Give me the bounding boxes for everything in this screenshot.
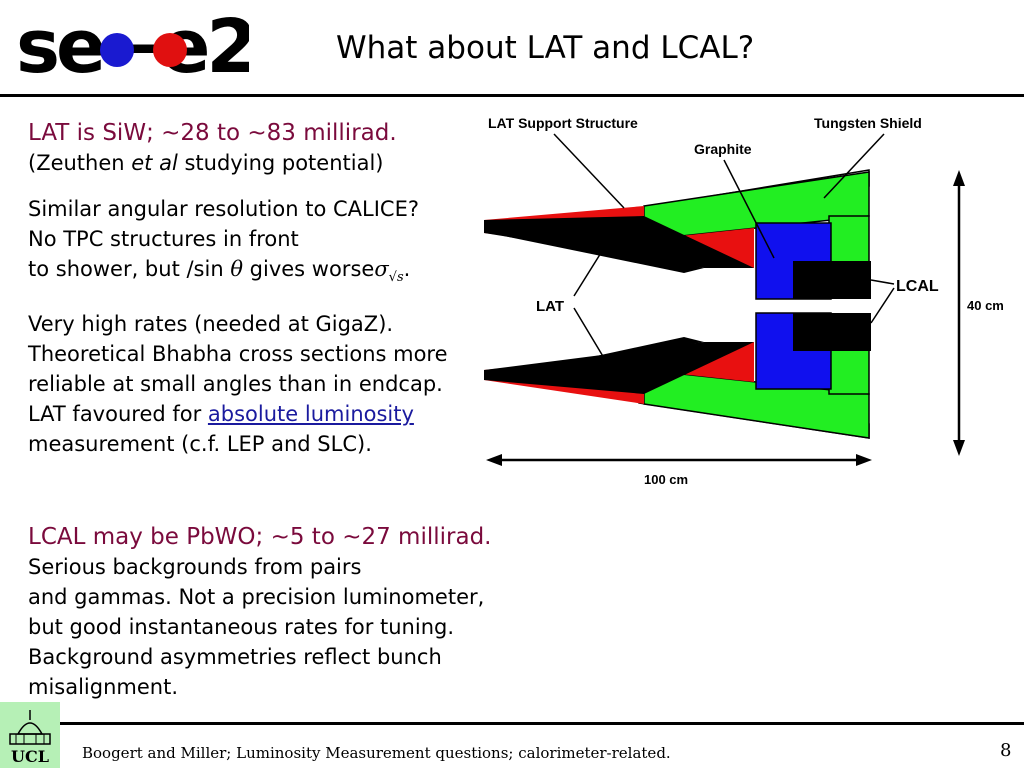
- page-number: 8: [1000, 740, 1012, 761]
- leader-lat-lower: [573, 307, 605, 359]
- leader-graphite: [723, 159, 775, 259]
- lcal-line-5: misalignment.: [28, 675, 179, 699]
- label-tungsten: Tungsten Shield: [814, 115, 922, 131]
- line7-prefix: LAT favoured for: [28, 402, 208, 427]
- leader-lcal-lower: [870, 287, 895, 324]
- footer-text: Boogert and Miller; Luminosity Measureme…: [82, 744, 671, 762]
- lat-line-2: No TPC structures in front: [28, 227, 299, 251]
- zeuthen-line: (Zeuthen et al studying potential): [28, 148, 448, 178]
- leader-lat-support: [553, 133, 625, 209]
- label-graphite: Graphite: [694, 141, 752, 157]
- lower-lat-black: [484, 342, 754, 394]
- page-title: What about LAT and LCAL?: [336, 30, 755, 66]
- upper-lcal-block: [793, 261, 871, 299]
- lcal-section: LCAL may be PbWO; ~5 to ~27 millirad. Se…: [28, 522, 491, 702]
- height-arrow-bottom: [953, 440, 965, 456]
- zeuthen-italic: et al: [131, 151, 178, 175]
- lat-line-8: measurement (c.f. LEP and SLC).: [28, 432, 372, 457]
- ucl-logo: UCL: [0, 702, 60, 768]
- footer-divider: [0, 722, 1024, 725]
- lcal-line-4: Background asymmetries reflect bunch: [28, 645, 442, 669]
- line3-period: .: [403, 257, 411, 281]
- lat-line-1: Similar angular resolution to CALICE?: [28, 197, 419, 221]
- leader-tungsten: [823, 133, 885, 199]
- lcal-line-1: Serious backgrounds from pairs: [28, 555, 362, 579]
- lat-line-4: Very high rates (needed at GigaZ).: [28, 312, 394, 337]
- lcal-line-2: and gammas. Not a precision luminometer,: [28, 585, 485, 609]
- lcal-line-3: but good instantaneous rates for tuning.: [28, 615, 455, 639]
- height-arrow-top: [953, 170, 965, 186]
- header-divider: [0, 94, 1024, 97]
- leader-lat-upper: [573, 247, 605, 297]
- lat-line-5: Theoretical Bhabha cross sections more: [28, 342, 448, 367]
- lower-lat-black-tail: [504, 337, 704, 376]
- upper-lat-black-tail: [504, 230, 704, 273]
- line3-suffix: gives worse: [242, 257, 375, 281]
- lower-lcal-block: [793, 313, 871, 351]
- lat-line-3: to shower, but /sin θ gives worseσ√s.: [28, 254, 448, 293]
- logo-electron-dot: [153, 33, 187, 67]
- leader-lcal-upper: [870, 279, 895, 285]
- label-lat-support: LAT Support Structure: [488, 115, 638, 131]
- zeuthen-suffix: studying potential): [177, 151, 384, 175]
- theta-symbol: θ: [230, 257, 243, 281]
- logo-positron-dot: [100, 33, 134, 67]
- label-length: 100 cm: [644, 472, 688, 487]
- absolute-luminosity-link[interactable]: absolute luminosity: [207, 402, 414, 427]
- label-height: 40 cm: [967, 298, 1004, 313]
- upper-lat-black: [484, 216, 754, 268]
- zeuthen-prefix: (Zeuthen: [28, 151, 132, 175]
- sigma-symbol: σ: [374, 257, 389, 281]
- line3-prefix: to shower, but /sin: [28, 257, 231, 281]
- lat-section: LAT is SiW; ~28 to ~83 millirad. (Zeuthe…: [28, 118, 448, 459]
- length-arrow-left: [486, 454, 502, 466]
- lat-line-6: reliable at small angles than in endcap.: [28, 372, 443, 397]
- sqrt-s-symbol: √s: [388, 270, 404, 286]
- lat-heading: LAT is SiW; ~28 to ~83 millirad.: [28, 120, 397, 146]
- label-lcal: LCAL: [896, 278, 939, 295]
- ucl-logo-text: UCL: [11, 747, 49, 766]
- label-lat: LAT: [536, 298, 564, 315]
- detector-diagram: LAT Support Structure Tungsten Shield Gr…: [484, 115, 1004, 487]
- length-arrow-right: [856, 454, 872, 466]
- see2-logo: se−e2: [16, 10, 249, 82]
- lcal-heading: LCAL may be PbWO; ~5 to ~27 millirad.: [28, 524, 492, 550]
- lat-line-7: LAT favoured for absolute luminosity: [28, 399, 448, 429]
